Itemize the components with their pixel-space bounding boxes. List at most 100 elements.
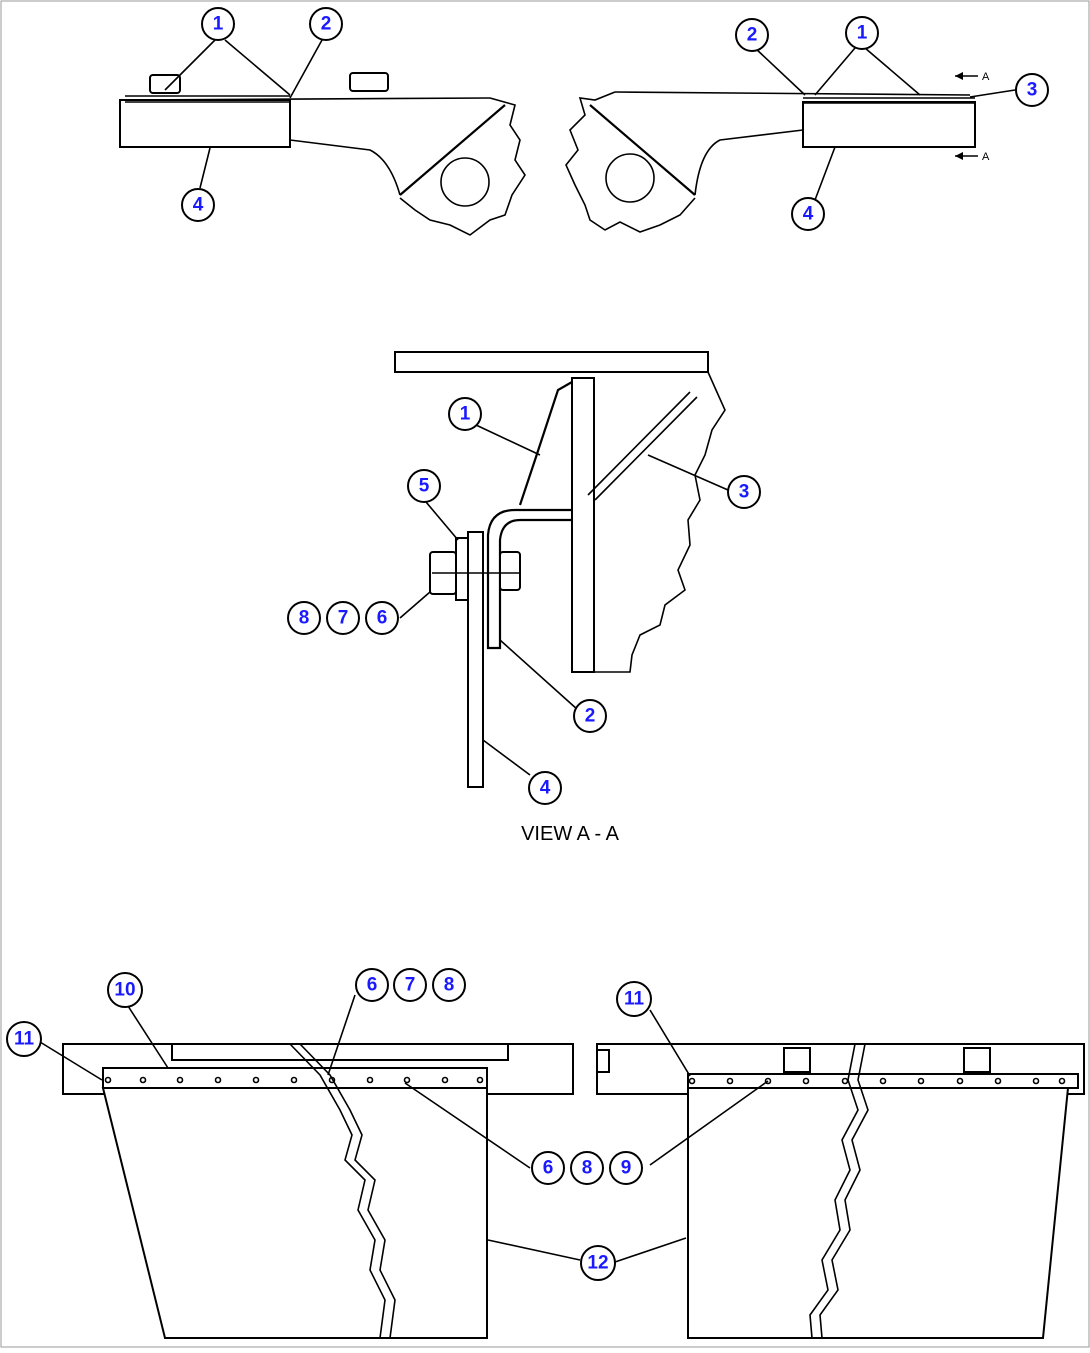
pivot-hole: [440, 157, 490, 207]
frame-contour: [289, 139, 401, 196]
callout-bubble: [393, 968, 427, 1002]
callout-bubble: [580, 1245, 616, 1281]
break-line: [565, 91, 696, 233]
bracket-strip: [803, 97, 975, 104]
callout-text: 6: [543, 1158, 554, 1179]
bolt-row-left: [104, 1076, 484, 1084]
mount-block: [783, 1047, 811, 1073]
callout-text: 3: [739, 482, 750, 503]
callout-text: 4: [540, 778, 551, 799]
callout-bubble: [407, 469, 441, 503]
callout-text: 6: [377, 608, 388, 629]
callout-bubble: [448, 397, 482, 431]
mud-flap-12-left: [101, 1087, 488, 1339]
gusset-3: [587, 391, 698, 501]
mount-block: [349, 72, 389, 92]
callout-bubble: [528, 771, 562, 805]
callout-bubble: [570, 1151, 604, 1185]
break-line: [289, 1043, 386, 1339]
callout-text: 8: [444, 975, 455, 996]
bracket-strip-right: [687, 1073, 1079, 1089]
section-mark: A: [982, 71, 990, 83]
callout-text: 1: [460, 404, 471, 425]
callout-bubble: [287, 601, 321, 635]
callout-text: 2: [747, 25, 758, 46]
callout-bubble: [309, 7, 343, 41]
callout-bubble: [355, 968, 389, 1002]
arrow-head: [955, 152, 963, 160]
break-line: [399, 97, 526, 236]
callout-text: 1: [857, 23, 868, 44]
break-line: [809, 1043, 859, 1339]
callout-bubble: [1015, 73, 1049, 107]
callout-text: 10: [114, 980, 135, 1001]
pivot-hole: [605, 153, 655, 203]
bottom-view: 10 11 6 7 8 6 8 9 12 11: [6, 968, 1085, 1339]
callout-bubble: [432, 968, 466, 1002]
top-plate: [394, 351, 709, 373]
view-label: VIEW A - A: [521, 823, 619, 845]
callout-bubble: [845, 16, 879, 50]
gusset: [589, 104, 696, 196]
gusset: [399, 104, 506, 196]
callout-text: 9: [621, 1158, 632, 1179]
bolt-row-right: [688, 1077, 1066, 1085]
frame-web: [571, 377, 595, 673]
arrow-head: [955, 72, 963, 80]
mount-block: [149, 74, 181, 94]
section-mark: A: [982, 151, 990, 163]
callout-bubble: [6, 1021, 42, 1057]
nut: [499, 551, 521, 591]
frame-rail: [614, 91, 971, 96]
section-view-a-a: 1 3 5 8 7 6 2 4 VIEW A - A: [287, 351, 761, 845]
callout-bubble: [107, 972, 143, 1008]
callout-text: 1: [213, 14, 224, 35]
break-line: [594, 371, 726, 673]
break-line: [819, 1043, 869, 1339]
callout-text: 11: [624, 989, 645, 1010]
washer-5: [455, 537, 469, 601]
leader-lines: [164, 39, 323, 189]
callout-text: 11: [14, 1029, 35, 1050]
callout-text: 2: [585, 706, 596, 727]
callout-bubble: [326, 601, 360, 635]
callout-text: 3: [1027, 80, 1038, 101]
top-left-view: 1 2 4: [119, 7, 526, 236]
callout-text: 5: [419, 476, 430, 497]
frame-contour: [694, 129, 804, 196]
leader-lines: [399, 424, 729, 776]
callout-bubble: [573, 699, 607, 733]
callout-bubble: [609, 1151, 643, 1185]
callout-text: 7: [405, 975, 416, 996]
mud-flap-left: [119, 99, 291, 148]
callout-text: 8: [582, 1158, 593, 1179]
mount-plate: [171, 1043, 509, 1061]
callout-bubble: [735, 18, 769, 52]
callout-bubble: [201, 7, 235, 41]
end-cap: [596, 1049, 610, 1073]
bracket-2: [486, 508, 572, 650]
leader-lines: [39, 994, 769, 1263]
callout-bubble: [791, 197, 825, 231]
callout-bubble: [727, 475, 761, 509]
mud-flap-4: [467, 531, 484, 788]
mud-flap-12-right: [687, 1087, 1070, 1339]
bracket-1: [518, 381, 573, 506]
callout-text: 4: [193, 195, 204, 216]
break-line: [299, 1043, 396, 1339]
callout-bubble: [616, 981, 652, 1017]
callout-text: 6: [367, 975, 378, 996]
callout-text: 7: [338, 608, 349, 629]
callout-text: 8: [299, 608, 310, 629]
callout-bubble: [181, 188, 215, 222]
top-right-view: A A 2 1 3 4: [565, 16, 1049, 233]
callout-text: 4: [803, 204, 814, 225]
callout-bubble: [531, 1151, 565, 1185]
bracket-strip: [125, 95, 290, 103]
callout-bubble: [365, 601, 399, 635]
mount-block: [963, 1047, 991, 1073]
callout-text: 2: [321, 14, 332, 35]
